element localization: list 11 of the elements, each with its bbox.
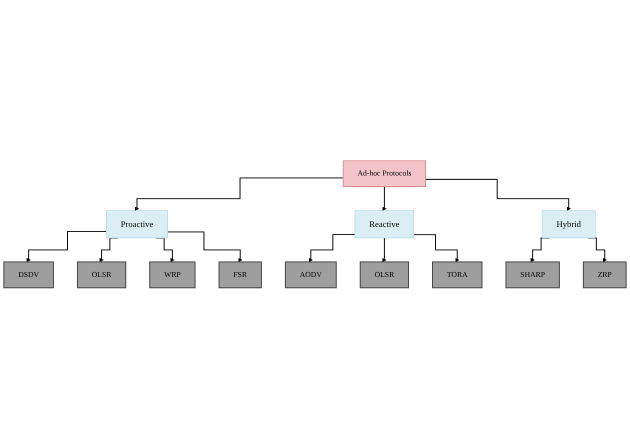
arrow (413, 234, 460, 262)
arrow (382, 186, 386, 211)
arrow (382, 237, 386, 262)
node-box: Proactive (106, 210, 168, 238)
node-box: Hybrid (542, 210, 596, 238)
arrow (26, 230, 107, 262)
node-box: Reactive (354, 210, 414, 238)
arrow (308, 234, 356, 262)
arrow (167, 231, 242, 262)
arrow (134, 177, 344, 211)
arrow (425, 178, 571, 211)
